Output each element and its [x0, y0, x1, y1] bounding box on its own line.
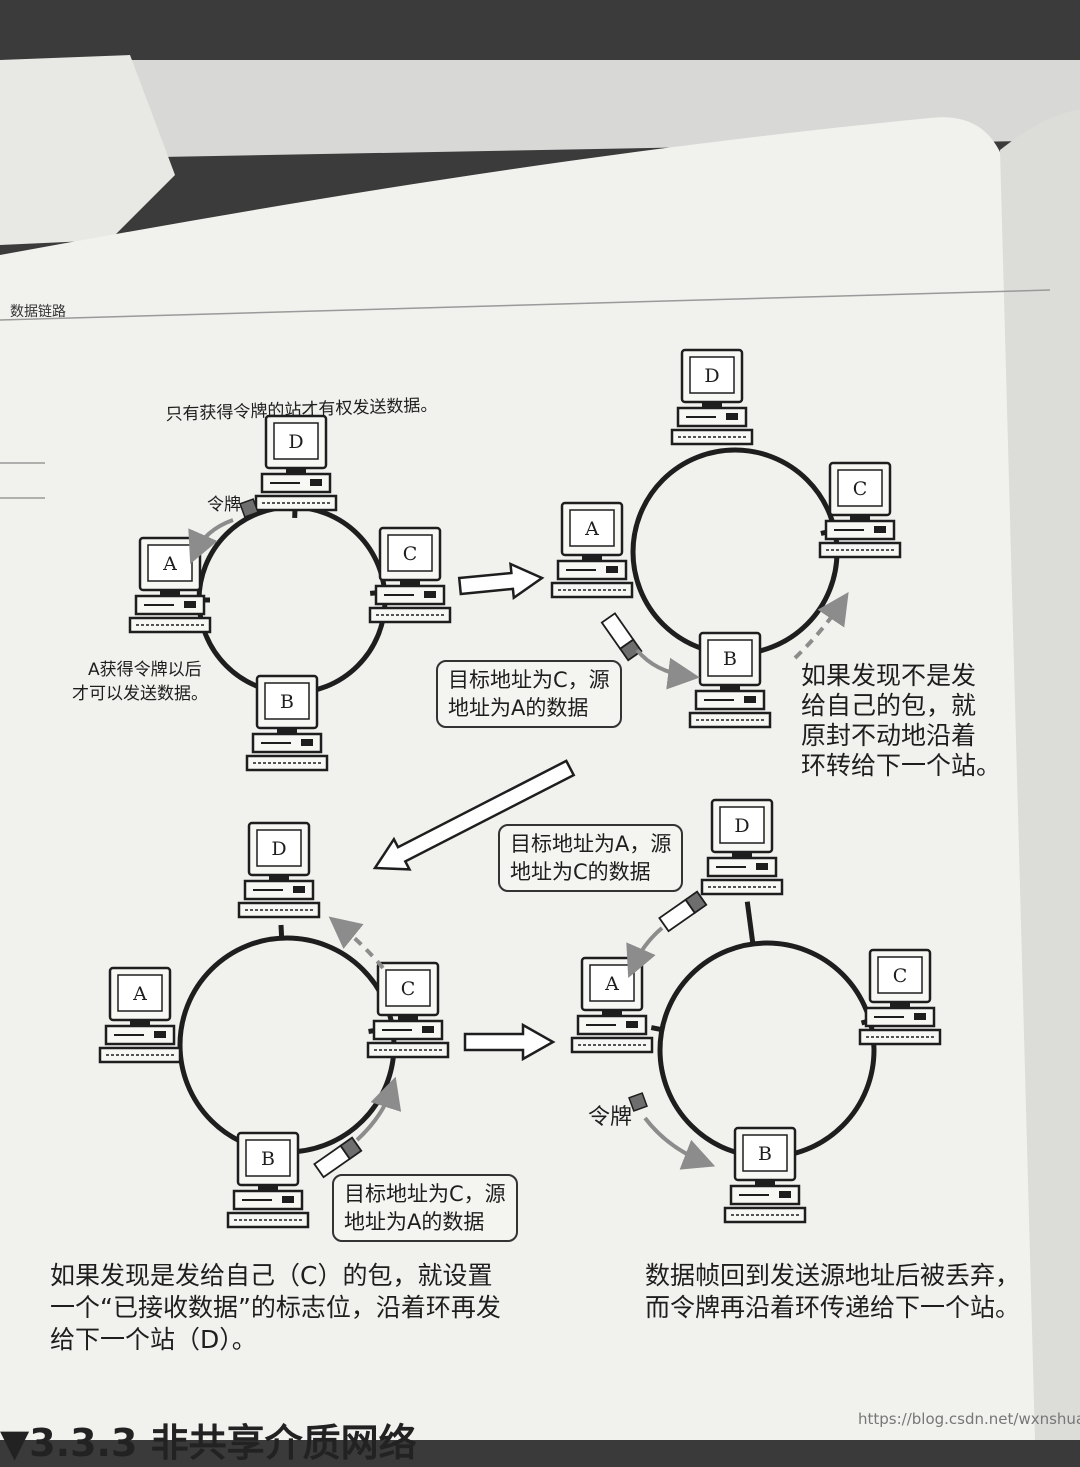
p2-station-c: C	[820, 463, 900, 557]
p4-data-packet	[659, 892, 706, 931]
p1-station-label-b: B	[280, 691, 294, 713]
p3-ring	[180, 938, 394, 1152]
p3-station-label-c: C	[401, 978, 416, 1000]
arrow-p1-to-p2	[459, 564, 542, 598]
p3-station-b: B	[228, 1133, 308, 1227]
p4-power-light-c	[914, 1013, 926, 1020]
p3-station-a: A	[100, 968, 180, 1062]
p3-station-label-d: D	[271, 838, 286, 860]
p2-power-light-b	[744, 696, 756, 703]
p4-token-label: 令牌	[588, 1102, 632, 1133]
p1-station-label-c: C	[403, 543, 418, 565]
p3-data-packet	[314, 1138, 361, 1177]
p2-power-light-c	[874, 526, 886, 533]
p2-station-label-c: C	[853, 478, 868, 500]
p1-ring	[199, 507, 385, 693]
p4-data-callout: 目标地址为A，源 地址为C的数据	[498, 824, 683, 892]
p3-station-c: C	[368, 963, 448, 1057]
p1-token-label: 令牌	[207, 490, 241, 515]
p2-station-b: B	[690, 633, 770, 727]
p2-caption-line-3: 原封不动地沿着	[801, 720, 976, 751]
p1-station-a: A	[130, 538, 210, 632]
p4-station-b: B	[725, 1128, 805, 1222]
p4-link-d	[747, 902, 753, 944]
p3-power-light-b	[282, 1196, 294, 1203]
p3-station-label-a: A	[132, 983, 147, 1005]
p4-station-c: C	[860, 950, 940, 1044]
p3-forward-arrow	[338, 924, 383, 968]
p4-station-a: A	[572, 958, 652, 1052]
p2-power-light-a	[606, 566, 618, 573]
p2-caption-line-2: 给自己的包，就	[801, 690, 976, 721]
p2-station-label-d: D	[704, 365, 719, 387]
p2-caption-line-1: 如果发现不是发	[801, 660, 976, 691]
p4-packet-path-arrow	[633, 928, 662, 967]
p4-station-label-b: B	[758, 1143, 772, 1165]
p2-caption-line-4: 环转给下一个站。	[801, 750, 1001, 781]
p3-callout-line-2: 地址为A的数据	[344, 1208, 506, 1236]
p1-caption-line-1: A获得令牌以后	[88, 655, 202, 680]
p4-station-label-c: C	[893, 965, 908, 987]
p4-caption-line-2: 而令牌再沿着环传递给下一个站。	[645, 1292, 1020, 1323]
p1-caption-line-2: 才可以发送数据。	[72, 679, 208, 704]
p4-ring	[660, 943, 874, 1157]
p2-station-label-a: A	[584, 518, 599, 540]
p4-power-light-d	[756, 863, 768, 870]
p3-caption-line-1: 如果发现是发给自己（C）的包，就设置	[50, 1260, 492, 1291]
p3-power-light-c	[422, 1026, 434, 1033]
p4-caption-line-1: 数据帧回到发送源地址后被丢弃，	[645, 1260, 1020, 1291]
p4-callout-line-1: 目标地址为A，源	[510, 830, 671, 858]
p2-packet-path-arrow	[637, 650, 688, 676]
p2-callout-line-2: 地址为A的数据	[448, 694, 610, 722]
watermark: https://blog.csdn.net/wxnshuai	[858, 1410, 1080, 1428]
p1-power-light-c	[424, 591, 436, 598]
p3-caption-line-2: 一个“已接收数据”的标志位，沿着环再发	[50, 1292, 501, 1323]
p4-station-d: D	[702, 800, 782, 894]
p1-power-light-b	[301, 739, 313, 746]
arrow-p3-to-p4	[465, 1025, 553, 1059]
p1-station-label-a: A	[162, 553, 177, 575]
p1-power-light-d	[310, 479, 322, 486]
p4-power-light-b	[779, 1191, 791, 1198]
p4-token-path-arrow	[645, 1118, 704, 1162]
p2-ring	[633, 450, 837, 654]
p1-station-b: B	[247, 676, 327, 770]
p3-caption-line-3: 给下一个站（D）。	[50, 1324, 257, 1355]
page-header: 数据链路	[10, 301, 66, 321]
p4-link-a	[651, 1028, 662, 1030]
p3-data-callout: 目标地址为C，源 地址为A的数据	[332, 1174, 518, 1242]
p2-station-a: A	[552, 503, 632, 597]
p4-station-label-d: D	[734, 815, 749, 837]
p1-station-label-d: D	[288, 431, 303, 453]
p3-power-light-d	[293, 886, 305, 893]
p3-packet-path-arrow	[357, 1088, 392, 1140]
p3-link-d	[281, 925, 282, 938]
p4-callout-line-2: 地址为C的数据	[510, 858, 671, 886]
p3-power-light-a	[154, 1031, 166, 1038]
p2-data-packet	[602, 613, 641, 660]
p4-power-light-a	[626, 1021, 638, 1028]
p1-station-c: C	[370, 528, 450, 622]
p4-station-label-a: A	[604, 973, 619, 995]
p2-station-d: D	[672, 350, 752, 444]
p2-power-light-d	[726, 413, 738, 420]
p2-station-label-b: B	[723, 648, 737, 670]
p3-station-label-b: B	[261, 1148, 275, 1170]
p3-station-d: D	[239, 823, 319, 917]
p2-callout-line-1: 目标地址为C，源	[448, 666, 610, 694]
p1-station-d: D	[256, 416, 336, 510]
p3-callout-line-1: 目标地址为C，源	[344, 1180, 506, 1208]
p1-power-light-a	[184, 601, 196, 608]
p2-data-callout: 目标地址为C，源 地址为A的数据	[436, 660, 622, 728]
